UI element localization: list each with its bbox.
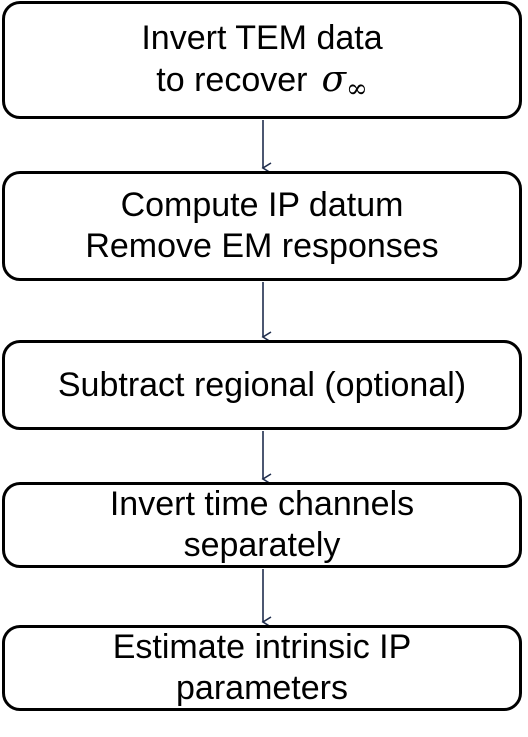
step-5-line-2: parameters <box>176 669 348 707</box>
step-2-line-1: Compute IP datum <box>120 186 404 224</box>
step-invert-time-channels: Invert time channels separately <box>2 482 522 568</box>
step-compute-ip-datum: Compute IP datum Remove EM responses <box>2 171 522 281</box>
step-5-line-1: Estimate intrinsic IP <box>112 628 412 666</box>
step-3-line-1: Subtract regional (optional) <box>57 365 467 404</box>
step-2-line-2: Remove EM responses <box>85 227 439 265</box>
sigma-infinity-symbol: σ∞ <box>321 58 367 102</box>
step-invert-tem-data: Invert TEM data to recover σ∞ <box>2 1 522 119</box>
step-1-line-2: to recover <box>156 60 308 99</box>
infinity-subscript: ∞ <box>346 73 368 104</box>
step-subtract-regional: Subtract regional (optional) <box>2 340 522 430</box>
sigma-symbol: σ <box>321 58 347 100</box>
step-1-line-2-row: to recover σ∞ <box>156 58 367 102</box>
step-4-line-2: separately <box>183 526 341 564</box>
step-estimate-intrinsic-ip: Estimate intrinsic IP parameters <box>2 625 522 711</box>
step-4-line-1: Invert time channels <box>109 485 415 523</box>
step-1-line-1: Invert TEM data <box>141 18 383 57</box>
